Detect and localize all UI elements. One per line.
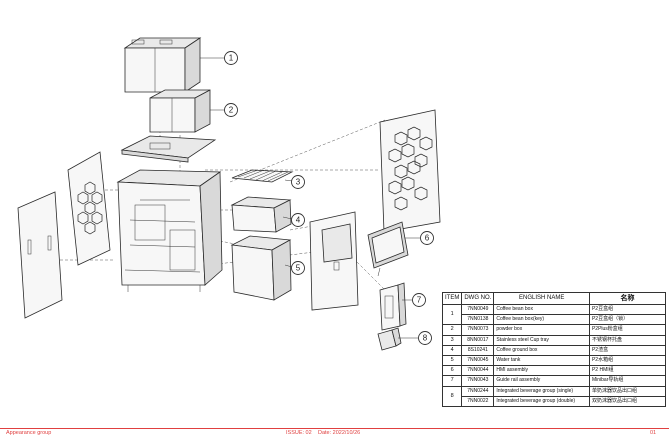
- powder-box: [149, 89, 211, 133]
- bom-item: 1: [441, 303, 463, 326]
- footer-date: Date: 2022/10/26: [318, 430, 361, 436]
- bom-dwg: 8S10241: [461, 344, 495, 356]
- callout-3: 3: [291, 175, 305, 189]
- bom-english: Coffee bean box(key): [493, 314, 590, 326]
- bill-of-materials-table: ITEM DWG NO. ENGLISH NAME 名称 1 7NN0049 C…: [441, 292, 667, 407]
- bom-chinese: P2渣盒: [588, 344, 667, 356]
- svg-text:8: 8: [423, 334, 428, 343]
- bom-english: Stainless steel Cup tray: [493, 334, 590, 346]
- bom-dwg: 7NN0244: [461, 385, 495, 397]
- table-row: 7NN0022 Integrated beverage group (doubl…: [443, 395, 667, 407]
- bom-english: powder box: [493, 324, 590, 336]
- coffee-bean-box: [123, 37, 202, 93]
- machine-main-frame: [116, 169, 223, 292]
- table-row: 7NN0138 Coffee bean box(key) P2豆盒组（锁）: [443, 314, 667, 326]
- bom-english: Guide rail assembly: [493, 375, 590, 387]
- bom-dwg: 7NN0045: [461, 354, 495, 367]
- bom-chinese: 不锈钢杯托盘: [588, 334, 667, 346]
- bom-item: 8: [441, 385, 463, 407]
- bom-header-row: ITEM DWG NO. ENGLISH NAME 名称: [441, 292, 667, 305]
- bom-header-chinese: 名称: [588, 292, 667, 305]
- coffee-ground-box: [230, 196, 292, 233]
- bom-chinese: Minibar导轨组: [588, 375, 667, 387]
- bom-chinese: P2豆盒组（锁）: [588, 314, 667, 326]
- table-row: 2 7NN0073 powder box P2Plus粉盒组: [441, 324, 667, 336]
- bom-chinese: P2水箱组: [588, 354, 667, 367]
- hmi-touch-screen: [367, 221, 409, 277]
- water-tank: [230, 235, 292, 301]
- bom-english: Integrated beverage group (double): [493, 395, 590, 407]
- bom-english: Coffee ground box: [493, 344, 590, 356]
- callout-7: 7: [412, 293, 426, 307]
- svg-text:6: 6: [425, 234, 430, 243]
- svg-text:2: 2: [229, 106, 234, 115]
- beverage-outlet-group: [377, 327, 402, 351]
- top-lid-plate: [120, 135, 217, 163]
- bom-item: 5: [441, 354, 463, 367]
- bom-header-dwg: DWG NO.: [461, 292, 495, 305]
- bom-header-english: ENGLISH NAME: [493, 292, 590, 305]
- bom-item: 3: [441, 334, 463, 346]
- bom-item: 2: [441, 324, 463, 336]
- bom-dwg: 7NN0049: [461, 303, 495, 316]
- bom-chinese: 单奶沫器饮品出口组: [588, 385, 667, 397]
- bom-english: Integrated beverage group (single): [493, 385, 590, 397]
- table-row: 7 7NN0043 Guide rail assembly Minibar导轨组: [441, 375, 667, 387]
- svg-text:5: 5: [296, 264, 301, 273]
- callout-leader-lines: [200, 57, 420, 339]
- table-row: 3 8NN0017 Stainless steel Cup tray 不锈钢杯托…: [441, 334, 667, 346]
- bom-item: 4: [441, 344, 463, 356]
- callout-6: 6: [420, 231, 434, 245]
- bom-english: Coffee bean box: [493, 303, 590, 316]
- bom-dwg: 8NN0017: [461, 334, 495, 346]
- bom-chinese: P2 HMI组: [588, 365, 667, 377]
- svg-text:1: 1: [229, 54, 234, 63]
- table-row: 1 7NN0049 Coffee bean box P2豆盒组: [441, 303, 667, 326]
- left-hex-side-panel: [67, 151, 111, 266]
- footer-issue: ISSUE: 02: [286, 430, 312, 436]
- guide-rail-assembly: [379, 282, 407, 331]
- bom-dwg: 7NN0043: [461, 375, 495, 387]
- bom-dwg: 7NN0022: [461, 395, 495, 407]
- table-row: 6 7NN0044 HMI assembly P2 HMI组: [441, 365, 667, 377]
- svg-text:4: 4: [296, 216, 301, 225]
- bom-chinese: 双奶沫器饮品出口组: [588, 395, 667, 407]
- bom-header-item: ITEM: [441, 292, 463, 305]
- callout-2: 2: [224, 103, 238, 117]
- table-row: 8 7NN0244 Integrated beverage group (sin…: [441, 385, 667, 407]
- bom-item: 6: [441, 365, 463, 377]
- callout-1: 1: [224, 51, 238, 65]
- callout-4: 4: [291, 213, 305, 227]
- bom-english: HMI assembly: [493, 365, 590, 377]
- table-row: 4 8S10241 Coffee ground box P2渣盒: [441, 344, 667, 356]
- callout-8: 8: [418, 331, 432, 345]
- bom-dwg: 7NN0044: [461, 365, 495, 377]
- footer-group-name: Appearance group: [6, 430, 52, 436]
- bom-chinese: P2豆盒组: [588, 303, 667, 316]
- right-hex-side-panel: [379, 109, 441, 233]
- bom-item: 7: [441, 375, 463, 387]
- bom-dwg: 7NN0138: [461, 314, 495, 326]
- rear-frame-panel: [309, 211, 359, 311]
- footer-page-number: 01: [650, 430, 657, 436]
- cup-tray: [231, 169, 294, 183]
- bom-english: Water tank: [493, 354, 590, 367]
- table-row: 5 7NN0045 Water tank P2水箱组: [441, 354, 667, 367]
- bom-chinese: P2Plus粉盒组: [588, 324, 667, 336]
- drawing-footer: Appearance group ISSUE: 02 Date: 2022/10…: [0, 428, 669, 440]
- front-door-panel: [17, 191, 63, 319]
- svg-text:3: 3: [296, 178, 301, 187]
- bom-dwg: 7NN0073: [461, 324, 495, 336]
- svg-text:7: 7: [417, 296, 422, 305]
- callout-5: 5: [291, 261, 305, 275]
